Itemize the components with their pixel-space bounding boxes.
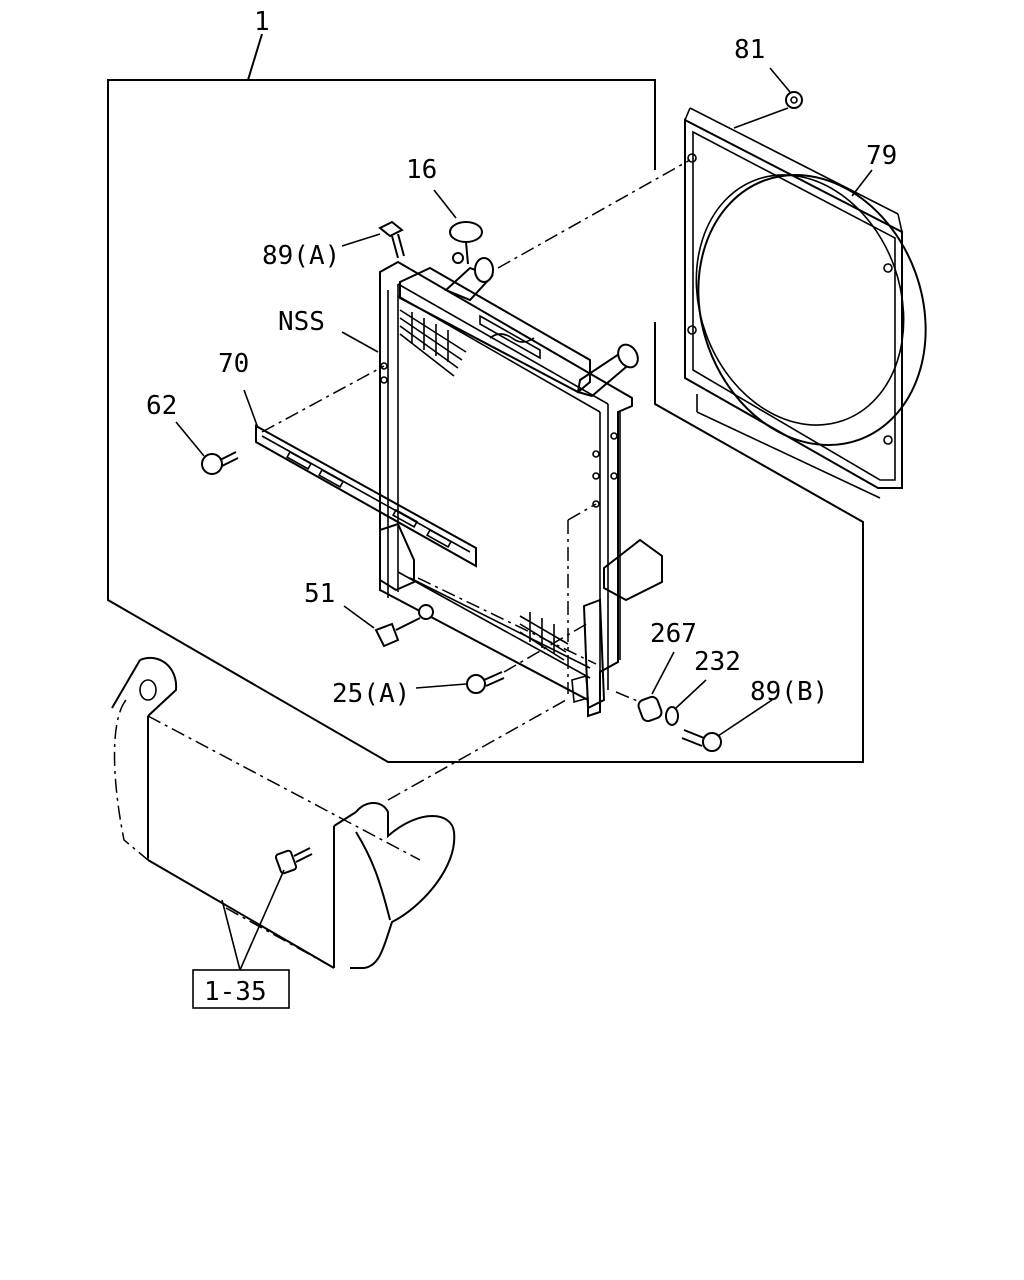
- assembly-outline: [107, 33, 864, 763]
- callout-1-35-box: [192, 969, 290, 1009]
- washer-232: [665, 706, 679, 726]
- callouts: 1 81 79 16 89(A) NSS 70 62 51 267 232 89…: [146, 7, 897, 1009]
- bolt-62: [201, 451, 239, 475]
- reinforcement-bar: [255, 424, 477, 568]
- bolt-25a: [466, 671, 505, 694]
- callout-81: 81: [734, 35, 765, 65]
- shroud-nut: [785, 91, 803, 109]
- callout-1: 1: [254, 7, 270, 37]
- callout-25a: 25(A): [332, 679, 410, 709]
- bolt-89a: [378, 220, 405, 259]
- radiator-cap: [449, 221, 483, 265]
- callout-1-35: 1-35: [204, 977, 267, 1007]
- callout-51: 51: [304, 579, 335, 609]
- intercooler: [111, 657, 456, 969]
- alignment-lines: [261, 159, 691, 801]
- callout-267: 267: [650, 619, 697, 649]
- callout-16: 16: [406, 155, 437, 185]
- callout-nss: NSS: [278, 307, 325, 337]
- leader-lines: [175, 67, 873, 971]
- fan-shroud: [684, 107, 927, 499]
- drain-cock-51: [374, 604, 434, 648]
- callout-79: 79: [866, 141, 897, 171]
- callout-62: 62: [146, 391, 177, 421]
- intercooler-bolt: [274, 847, 313, 875]
- bolt-89b: [681, 729, 722, 752]
- callout-89a: 89(A): [262, 241, 340, 271]
- callout-70: 70: [218, 349, 249, 379]
- callout-232: 232: [694, 647, 741, 677]
- callout-89b: 89(B): [750, 677, 828, 707]
- mount-rubber-267: [637, 695, 663, 723]
- radiator-core: [379, 257, 663, 718]
